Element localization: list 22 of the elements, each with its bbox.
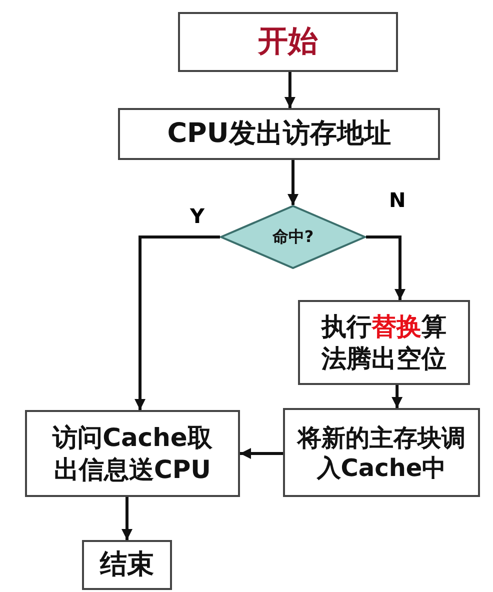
node-text: 开始 — [258, 23, 318, 61]
process-box — [178, 12, 398, 72]
process-box — [298, 300, 470, 385]
process-box — [82, 540, 172, 590]
process-box — [118, 108, 440, 160]
edge-label: Y — [190, 206, 204, 226]
node-text: CPU发出访存地址 — [167, 117, 391, 151]
node-text: 将新的主存块调入Cache中 — [296, 422, 466, 482]
arrow — [240, 448, 283, 459]
arrow — [284, 72, 296, 108]
arrow — [288, 160, 298, 205]
node-text: 执行替换算法腾出空位 — [320, 311, 448, 374]
node-text: 命中? — [272, 227, 314, 247]
node-text: 结束 — [100, 548, 154, 582]
arrow — [122, 497, 132, 540]
edge-label: N — [389, 190, 406, 210]
arrow — [366, 236, 406, 300]
process-box — [283, 408, 480, 497]
arrow — [134, 236, 220, 410]
arrow — [392, 385, 403, 408]
node-text: 访问Cache取出信息送CPU — [51, 422, 214, 485]
process-box — [25, 410, 240, 497]
